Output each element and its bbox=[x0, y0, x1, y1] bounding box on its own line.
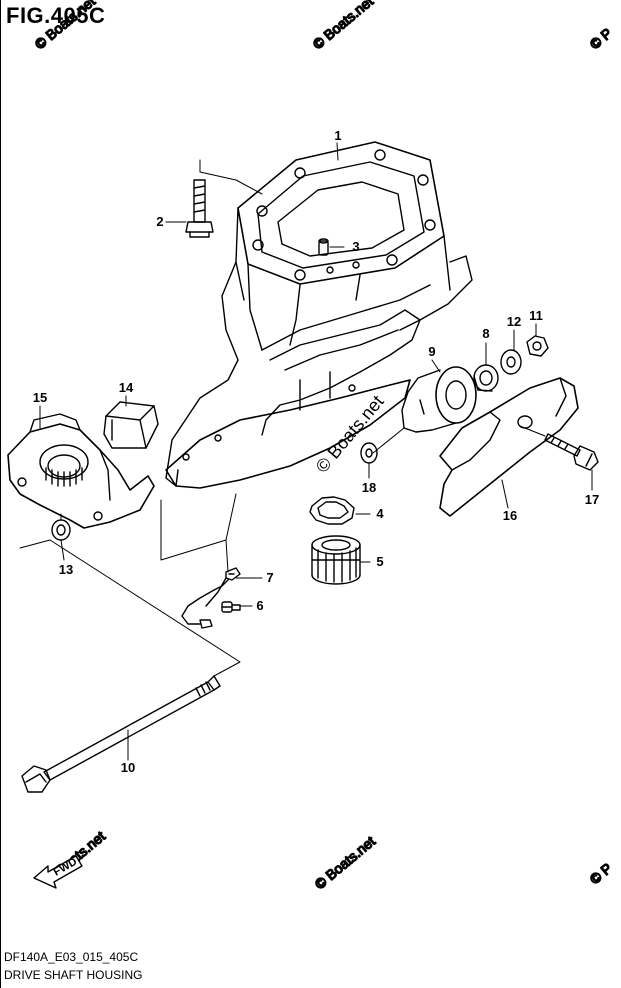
figure-code: DF140A_E03_015_405C bbox=[4, 950, 139, 964]
callout-8: 8 bbox=[482, 326, 489, 341]
watermark-group: © Boats.net © Boats.net © P © Boats.net … bbox=[31, 0, 616, 893]
callout-10: 10 bbox=[121, 760, 135, 775]
part-7-wire-lead bbox=[181, 567, 241, 629]
part-2-bolt bbox=[185, 179, 214, 238]
part-5-bearing bbox=[311, 535, 361, 585]
callout-6: 6 bbox=[256, 598, 263, 613]
callout-5: 5 bbox=[376, 554, 383, 569]
part-15-mount-bracket bbox=[7, 413, 155, 529]
part-17-bolt bbox=[544, 433, 599, 471]
part-1-drive-shaft-housing bbox=[165, 141, 473, 489]
callout-16: 16 bbox=[503, 508, 517, 523]
callout-15: 15 bbox=[33, 390, 47, 405]
leader-lines bbox=[39, 142, 593, 761]
callout-12: 12 bbox=[507, 314, 521, 329]
callout-14: 14 bbox=[119, 380, 134, 395]
part-14-rubber-block bbox=[103, 401, 159, 449]
callout-18: 18 bbox=[362, 480, 376, 495]
watermark-top-left: © Boats.net bbox=[32, 0, 99, 52]
part-18-washer bbox=[360, 442, 378, 464]
callout-9: 9 bbox=[428, 344, 435, 359]
part-13-washer bbox=[51, 519, 71, 541]
callout-13: 13 bbox=[59, 562, 73, 577]
watermark-main: © Boats.net bbox=[312, 391, 388, 476]
part-4-gasket bbox=[309, 496, 355, 525]
callout-4: 4 bbox=[376, 506, 384, 521]
part-12-washer bbox=[500, 349, 522, 375]
part-16-mount-cover bbox=[439, 377, 579, 517]
figure-title: FIG.405C bbox=[6, 3, 106, 28]
part-11-nut bbox=[526, 335, 549, 357]
callout-11: 11 bbox=[529, 308, 543, 323]
callout-1: 1 bbox=[334, 128, 341, 143]
part-9-mount-rubber bbox=[401, 366, 477, 433]
watermark-bottom-right: © P bbox=[587, 860, 615, 887]
figure-name: DRIVE SHAFT HOUSING bbox=[4, 968, 143, 982]
part-6-screw bbox=[221, 601, 241, 613]
watermark-bottom-center: © Boats.net bbox=[312, 833, 379, 892]
part-8-washer bbox=[473, 364, 499, 392]
fwd-arrow-icon bbox=[33, 855, 83, 889]
callout-7: 7 bbox=[266, 570, 273, 585]
left-frame-line bbox=[0, 0, 1, 988]
watermark-top-right: © P bbox=[587, 25, 615, 52]
callout-2: 2 bbox=[156, 214, 163, 229]
assembly-guide-lines bbox=[19, 159, 546, 677]
callout-17: 17 bbox=[585, 492, 599, 507]
part-10-long-bolt bbox=[21, 675, 221, 793]
callouts: 1 2 3 4 5 6 7 8 9 10 11 12 13 14 15 16 1… bbox=[33, 128, 599, 775]
part-3-dowel-pin bbox=[318, 238, 329, 256]
watermark-top-center: © Boats.net bbox=[310, 0, 377, 52]
callout-3: 3 bbox=[352, 239, 359, 254]
